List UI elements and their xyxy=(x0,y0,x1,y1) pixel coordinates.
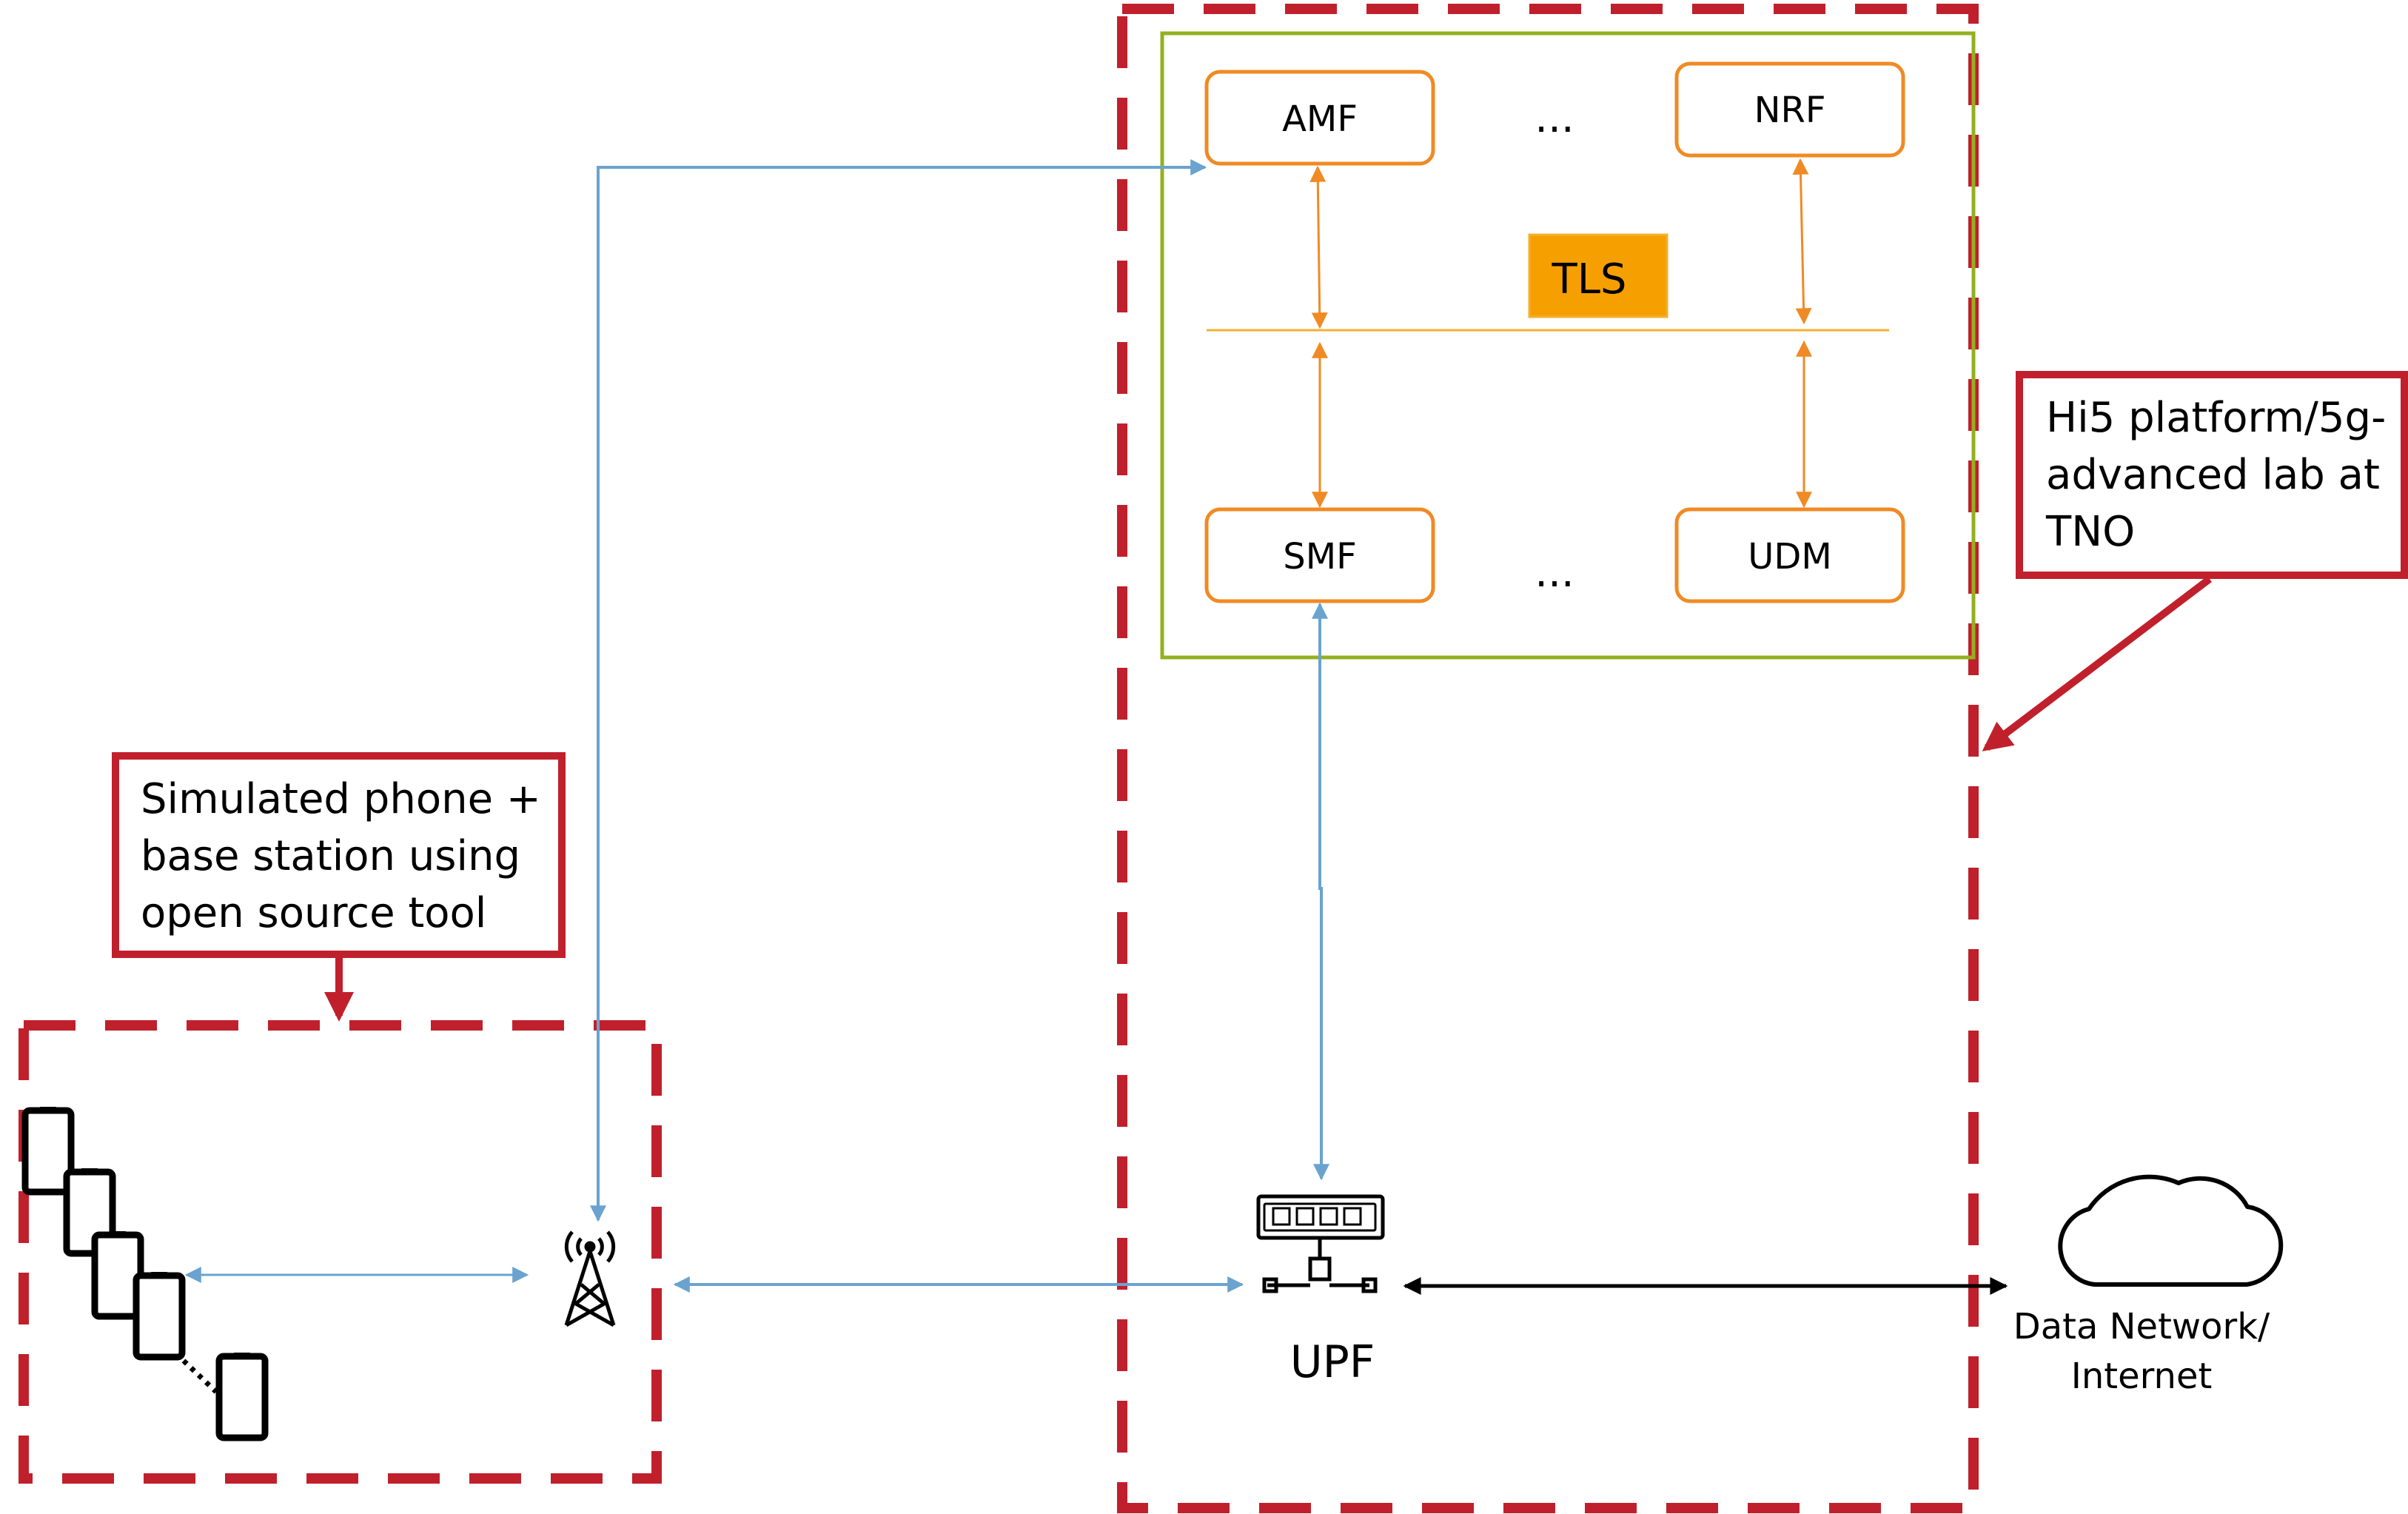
platform-callout-box xyxy=(2016,371,2408,579)
nrf-tls-arrow xyxy=(1792,158,1812,325)
phones-ellipsis-dots xyxy=(181,1359,218,1394)
cell-tower-icon xyxy=(564,1230,616,1327)
simulated-callout-box xyxy=(112,752,566,958)
amf-label: AMF xyxy=(1282,98,1358,140)
platform-callout-line3: TNO xyxy=(2045,508,2135,556)
udm-label: UDM xyxy=(1748,536,1832,577)
cloud-label-line1: Data Network/ xyxy=(2013,1306,2270,1347)
tls-box xyxy=(1528,233,1669,318)
upf-label: UPF xyxy=(1290,1336,1375,1388)
tls-label: TLS xyxy=(1552,255,1627,304)
smf-upf-link xyxy=(1312,602,1329,1181)
gnb-amf-link xyxy=(590,159,1207,1222)
smartphone-icon-1 xyxy=(21,1107,75,1196)
amf-node[interactable]: AMF xyxy=(1204,70,1435,166)
platform-callout-line2: advanced lab at xyxy=(2046,451,2380,499)
cloud-label-line2: Internet xyxy=(2071,1356,2213,1397)
platform-callout-arrow xyxy=(1982,576,2213,751)
smf-node[interactable]: SMF xyxy=(1204,507,1435,603)
smartphone-icon-4 xyxy=(133,1272,186,1361)
ellipsis-bottom: ... xyxy=(1535,549,1574,597)
platform-callout-line1: Hi5 platform/5g- xyxy=(2046,394,2386,442)
smartphone-icon-5 xyxy=(215,1353,269,1441)
ran-simulation-boundary xyxy=(19,1020,662,1484)
nrf-label: NRF xyxy=(1754,90,1826,131)
nrf-node[interactable]: NRF xyxy=(1674,61,1905,158)
udm-node[interactable]: UDM xyxy=(1674,507,1905,603)
amf-tls-arrow xyxy=(1309,165,1328,329)
cloud-icon xyxy=(2058,1174,2284,1287)
simulated-callout-line3: open source tool xyxy=(141,889,486,937)
simulated-callout-line2: base station using xyxy=(141,832,520,880)
ellipsis-top: ... xyxy=(1535,94,1574,142)
simulated-callout-line1: Simulated phone + xyxy=(141,775,541,823)
smf-label: SMF xyxy=(1283,536,1357,577)
network-switch-icon xyxy=(1256,1194,1385,1293)
